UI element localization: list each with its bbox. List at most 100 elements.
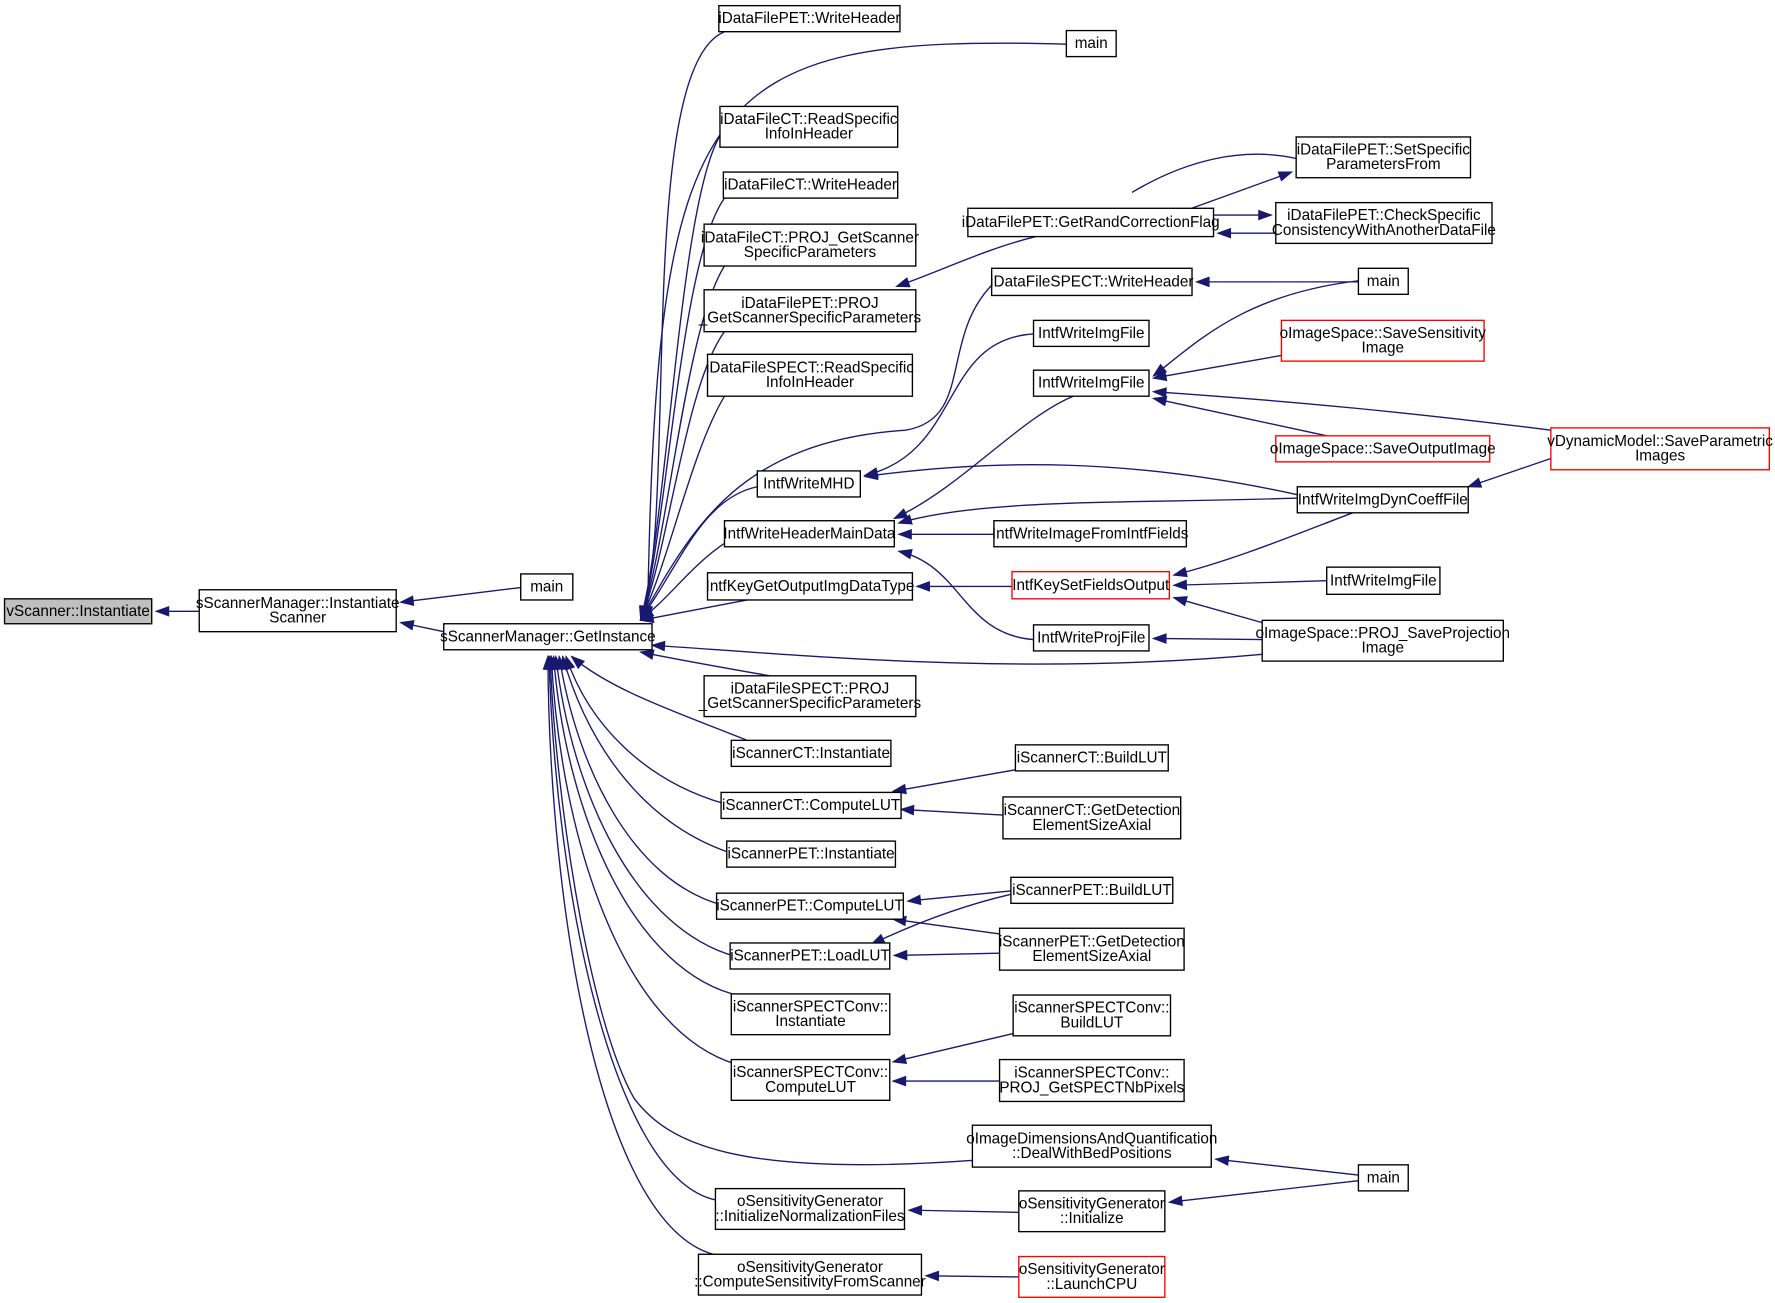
edge-n_intf_wpf-to-n_intf_hmd (898, 550, 1034, 641)
edge-n_main4-to-n_osg_init (1169, 1180, 1359, 1203)
node-idfspect-proj[interactable]: iDataFileSPECT::PROJ_GetScannerSpecificP… (698, 675, 922, 718)
arrowhead-n_ssm_get (650, 640, 666, 652)
node-idfct-proj[interactable]: iDataFileCT::PROJ_GetScannerSpecificPara… (701, 223, 919, 267)
edge-n_ois_psp-to-n_intf_ksfo (1173, 597, 1263, 624)
edge-n_intf_mhd-to-n_ssm_get (640, 486, 758, 620)
node-isct-inst[interactable]: iScannerCT::Instantiate (730, 739, 892, 768)
node-main1[interactable]: main (520, 573, 574, 601)
node-label: ComputeLUT (765, 1079, 856, 1096)
arrowhead-n_intf_ksfo (1172, 579, 1188, 591)
node-box (520, 573, 574, 601)
node-ispet-gdes[interactable]: iScannerPET::GetDetectionElementSizeAxia… (998, 927, 1185, 971)
node-intf-wif3[interactable]: IntfWriteImgFile (1326, 566, 1441, 595)
node-label: IntfWriteProjFile (1037, 629, 1145, 646)
node-main3[interactable]: main (1357, 267, 1409, 296)
node-label: iScannerPET::ComputeLUT (716, 898, 904, 915)
arrowhead-n_intf_ksfo (1172, 566, 1188, 578)
node-box (703, 223, 917, 267)
node-label: iScannerCT::GetDetection (1004, 802, 1181, 819)
node-idfpet-csc[interactable]: iDataFilePET::CheckSpecificConsistencyWi… (1272, 201, 1496, 245)
edge-n_idfpet_grcf-to-n_idfpet_ssp (1188, 171, 1292, 211)
edge-n_intf_wdcf-to-n_intf_mhd (864, 464, 1298, 496)
node-intf-ksfo[interactable]: IntfKeySetFieldsOutput (1011, 570, 1171, 600)
node-ispet-inst[interactable]: iScannerPET::Instantiate (726, 840, 897, 868)
node-main2[interactable]: main (1065, 29, 1117, 58)
node-intf-wifif[interactable]: IntfWriteImageFromIntfFields (992, 520, 1189, 548)
node-box (198, 589, 397, 633)
node-box (706, 353, 914, 397)
node-intf-wif1[interactable]: IntfWriteImgFile (1032, 319, 1150, 348)
node-osg-init[interactable]: oSensitivityGenerator::Initialize (1018, 1190, 1166, 1233)
node-main4[interactable]: main (1357, 1164, 1409, 1192)
node-idfpet-wh[interactable]: iDataFilePET::WriteHeader (718, 4, 901, 33)
node-ispet-blut[interactable]: iScannerPET::BuildLUT (1010, 876, 1174, 905)
node-idfpet-grcf[interactable]: iDataFilePET::GetRandCorrectionFlag (962, 207, 1220, 238)
node-isspect-inst[interactable]: iScannerSPECTConv::Instantiate (730, 993, 891, 1036)
node-label: main (1367, 1169, 1400, 1186)
node-idfspect-wh[interactable]: iDataFileSPECT::WriteHeader (990, 267, 1193, 297)
node-isspect-clut[interactable]: iScannerSPECTConv::ComputeLUT (730, 1058, 891, 1101)
node-box (1275, 201, 1493, 245)
node-intf-key[interactable]: IntfKeyGetOutputImgDataType (706, 572, 915, 601)
node-isct-clut[interactable]: iScannerCT::ComputeLUT (720, 791, 902, 820)
arrowhead-n_intf_hmd (897, 514, 913, 525)
node-vscanner[interactable]: vScanner::Instantiate (3, 598, 153, 625)
node-ssm-get[interactable]: sScannerManager::GetInstance (440, 623, 656, 651)
node-oidq[interactable]: oImageDimensionsAndQuantification::DealW… (966, 1124, 1217, 1168)
edge-n_ispet_blut-to-n_ispet_load (871, 893, 1012, 945)
edge-n_oidq-to-n_ssm_get (549, 656, 974, 1166)
node-isspect-blut[interactable]: iScannerSPECTConv::BuildLUT (1012, 994, 1172, 1037)
node-ois-soi[interactable]: oImageSpace::SaveOutputImage (1270, 435, 1496, 463)
edge-n_vdm_spi-to-n_intf_wif2 (1153, 390, 1551, 431)
node-label: iDataFileCT::ReadSpecific (720, 111, 898, 128)
node-box (706, 572, 914, 601)
node-label: InfoInHeader (766, 374, 854, 391)
node-box (720, 791, 902, 820)
node-box (714, 1187, 906, 1231)
node-label: IntfKeyGetOutputImgDataType (706, 578, 915, 595)
node-intf-hmd[interactable]: IntfWriteHeaderMainData (723, 520, 896, 548)
node-intf-wdcf[interactable]: IntfWriteImgDynCoeffFile (1296, 486, 1469, 514)
node-box (971, 1124, 1212, 1168)
node-box (1275, 435, 1491, 463)
node-osg-init-norm[interactable]: oSensitivityGenerator::InitializeNormali… (714, 1187, 906, 1231)
node-intf-mhd[interactable]: IntfWriteMHD (756, 470, 862, 498)
node-label: iScannerPET::Instantiate (728, 846, 895, 863)
node-label: iScannerCT::ComputeLUT (722, 797, 900, 814)
node-osg-lcpu[interactable]: oSensitivityGenerator::LaunchCPU (1018, 1255, 1166, 1298)
node-isct-blut[interactable]: iScannerCT::BuildLUT (1014, 744, 1169, 772)
arrowhead-n_osg_init (1167, 1195, 1183, 1207)
node-isspect-proj[interactable]: iScannerSPECTConv::PROJ_GetSPECTNbPixels (998, 1058, 1185, 1103)
node-label: oSensitivityGenerator (737, 1259, 883, 1276)
node-idfct-wh[interactable]: iDataFileCT::WriteHeader (722, 171, 899, 199)
node-label: main (1075, 35, 1108, 52)
edge-n_ois_ssi-to-n_intf_wif2 (1153, 354, 1282, 379)
node-label: iScannerPET::GetDetection (999, 933, 1185, 950)
node-intf-wpf[interactable]: IntfWriteProjFile (1032, 624, 1150, 652)
node-osg-css[interactable]: oSensitivityGenerator::ComputeSensitivit… (694, 1253, 926, 1296)
edge-n_idfpet_grcf-to-n_idfct_proj (896, 235, 1036, 288)
edge-n_osg_init-to-n_osg_init_norm (908, 1209, 1019, 1214)
node-intf-wif2[interactable]: IntfWriteImgFile (1032, 369, 1150, 397)
node-ispet-load[interactable]: iScannerPET::LoadLUT (729, 942, 891, 970)
arrowhead-n_intf_hmd (892, 508, 909, 520)
node-idfpet-proj[interactable]: iDataFilePET::PROJ_GetScannerSpecificPar… (698, 289, 922, 333)
node-label: sScannerManager::Instantiate (196, 595, 400, 612)
node-ispet-clut[interactable]: iScannerPET::ComputeLUT (715, 892, 905, 920)
edge-n_main3-to-n_intf_wif2 (1153, 280, 1359, 377)
edge-n_intf_wdcf-to-n_intf_hmd (898, 497, 1298, 524)
arrowhead-n_intf_hmd (897, 549, 913, 560)
node-label: _GetScannerSpecificParameters (698, 695, 922, 712)
arrowhead-n_isspect_clut (891, 1075, 907, 1087)
node-box (719, 105, 899, 148)
